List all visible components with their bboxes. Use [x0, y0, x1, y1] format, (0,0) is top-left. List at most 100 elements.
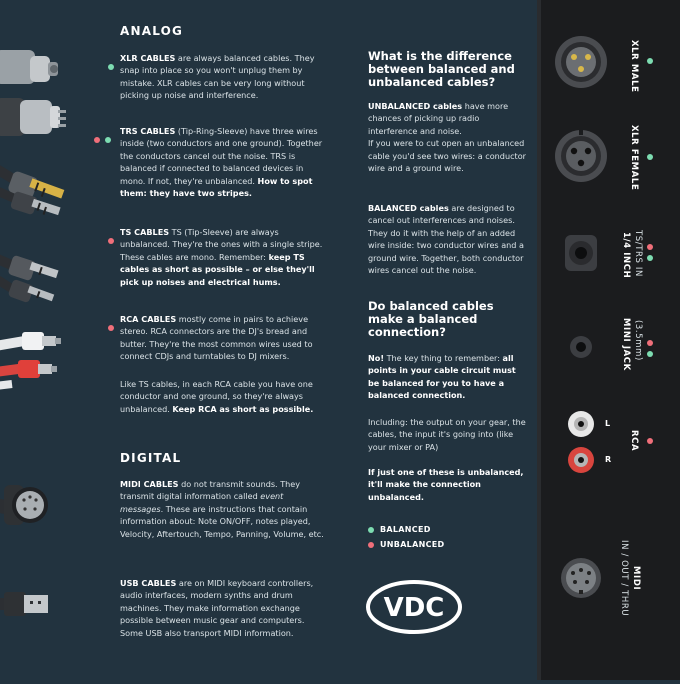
rca-right-jack-icon [568, 447, 594, 473]
unbalanced-dot [108, 324, 114, 331]
quarter-inch-sublabel: TS/TRS IN [633, 230, 643, 277]
unbalanced-dot [94, 136, 100, 143]
xlr-female-label: XLR FEMALE [629, 125, 639, 191]
xlr-description: XLR CABLES are always balanced cables. T… [120, 52, 325, 102]
balanced-dot [647, 351, 653, 357]
usb-name: USB CABLES [120, 578, 177, 588]
balanced-dot [108, 63, 114, 70]
balanced-name: BALANCED cables [368, 203, 449, 213]
cable-illustrations [0, 0, 100, 680]
answer-no: No! [368, 353, 385, 363]
unbalanced-dot [647, 438, 653, 444]
balanced-dot [647, 154, 653, 160]
unbalanced-explanation: UNBALANCED cables have more chances of p… [368, 100, 528, 174]
xlr-text: are always balanced cables. They snap in… [120, 53, 315, 101]
midi-name: MIDI CABLES [120, 479, 179, 489]
ts-cable-icon [0, 254, 59, 303]
usb-cable-icon [0, 592, 48, 616]
mini-jack-sublabel: (3.5mm) [633, 320, 643, 361]
balanced-dot [368, 526, 374, 533]
trs-description: TRS CABLES (Tip-Ring-Sleeve) have three … [120, 125, 325, 199]
ts-dots [108, 230, 119, 249]
balanced-dot [647, 58, 653, 64]
including-text: Including: the output on your gear, the … [368, 417, 526, 452]
vdc-logo-text: VDC [384, 593, 445, 623]
legend-balanced-label: BALANCED [380, 525, 431, 534]
rca-description: RCA CABLES mostly come in pairs to achie… [120, 313, 325, 363]
question-connection: Do balanced cables make a balanced conne… [368, 299, 494, 339]
connection-answer: No! The key thing to remember: all point… [368, 352, 528, 402]
xlr-female-dots [647, 154, 653, 165]
unbalanced-dot [647, 244, 653, 250]
rca-text: mostly come in pairs to achieve stereo. … [120, 314, 313, 362]
final-bold: If just one of these is unbalanced, it'l… [368, 467, 524, 502]
midi-italic: event messages [120, 491, 284, 514]
balanced-explanation: BALANCED cables are designed to cancel o… [368, 202, 528, 276]
trs-text: (Tip-Ring-Sleeve) have three wires insid… [120, 126, 323, 186]
ts-text: TS (Tip-Sleeve) are always unbalanced. T… [120, 227, 323, 262]
quarter-inch-jack-icon [565, 235, 597, 271]
analog-heading: ANALOG [120, 24, 184, 38]
unbalanced-dot [647, 340, 653, 346]
quarter-inch-dots [647, 244, 653, 266]
balanced-dot [105, 136, 111, 143]
quarter-inch-label: 1/4 INCH [621, 232, 631, 278]
balanced-dot [647, 255, 653, 261]
usb-text: are on MIDI keyboard controllers, audio … [120, 578, 314, 638]
rca-name: RCA CABLES [120, 314, 177, 324]
balanced-text: are designed to cancel out interferences… [368, 203, 524, 276]
trs-cable-icon [0, 165, 65, 216]
midi-text: do not transmit sounds. They transmit di… [120, 479, 301, 502]
unbalanced-dot [108, 237, 114, 244]
unbalanced-text: have more chances of picking up radio in… [368, 101, 509, 136]
mini-jack-label: MINI JACK [621, 318, 631, 371]
xlr-male-dots [647, 58, 653, 69]
xlr-female-cable-icon [0, 50, 58, 84]
xlr-female-connector-icon [555, 130, 607, 182]
rca-connector-label: RCA [629, 430, 639, 452]
legend: BALANCED UNBALANCED [368, 525, 444, 555]
trs-name: TRS CABLES [120, 126, 176, 136]
rca-text-2: Like TS cables, in each RCA cable you ha… [120, 379, 313, 414]
unbalanced-name: UNBALANCED cables [368, 101, 463, 111]
trs-dots [94, 129, 116, 148]
rca-left-label: L [605, 419, 611, 428]
midi-description: MIDI CABLES do not transmit sounds. They… [120, 478, 325, 540]
xlr-name: XLR CABLES [120, 53, 176, 63]
rca-tip: Keep RCA as short as possible. [172, 403, 314, 414]
connector-panel: XLR MALE XLR FEMALE 1/4 INCH TS/TRS IN M… [537, 0, 680, 680]
question-difference: What is the difference between balanced … [368, 49, 515, 89]
rca-cable-icon [0, 332, 61, 390]
midi-text-2: . These are instructions that contain in… [120, 503, 324, 539]
quarter-inch-title: 1/4 INCH [621, 232, 631, 279]
mini-jack-icon [570, 336, 592, 358]
xlr-dots [108, 56, 119, 75]
rca-description-2: Like TS cables, in each RCA cable you ha… [120, 378, 325, 415]
answer-bold: all points in your cable circuit must be… [368, 353, 516, 401]
xlr-male-connector-icon [555, 36, 607, 88]
final-note: If just one of these is unbalanced, it'l… [368, 466, 528, 503]
answer-text: The key thing to remember: [384, 353, 503, 363]
rca-connector-dots [647, 438, 653, 449]
trs-tip: How to spot them: they have two stripes. [120, 175, 313, 199]
xlr-male-label: XLR MALE [629, 40, 639, 93]
digital-heading: DIGITAL [120, 451, 182, 465]
rca-left-jack-icon [568, 411, 594, 437]
legend-balanced: BALANCED [368, 525, 444, 534]
legend-unbalanced: UNBALANCED [368, 540, 444, 549]
xlr-male-cable-icon [0, 98, 66, 136]
unbalanced-dot [368, 541, 374, 548]
legend-unbalanced-label: UNBALANCED [380, 540, 445, 549]
rca-right-label: R [605, 455, 612, 464]
unbalanced-text-2: If you were to cut open an unbalanced ca… [368, 138, 526, 174]
vdc-logo: VDC [366, 580, 462, 634]
usb-description: USB CABLES are on MIDI keyboard controll… [120, 577, 325, 639]
midi-cable-icon [0, 485, 48, 525]
connector-panel-svg [555, 36, 607, 598]
ts-description: TS CABLES TS (Tip-Sleeve) are always unb… [120, 226, 325, 288]
midi-sublabel: IN / OUT / THRU [619, 540, 629, 617]
ts-tip: keep TS cables as short as possible – or… [120, 251, 315, 287]
rca-dots [108, 317, 119, 336]
cables-svg [0, 50, 66, 616]
